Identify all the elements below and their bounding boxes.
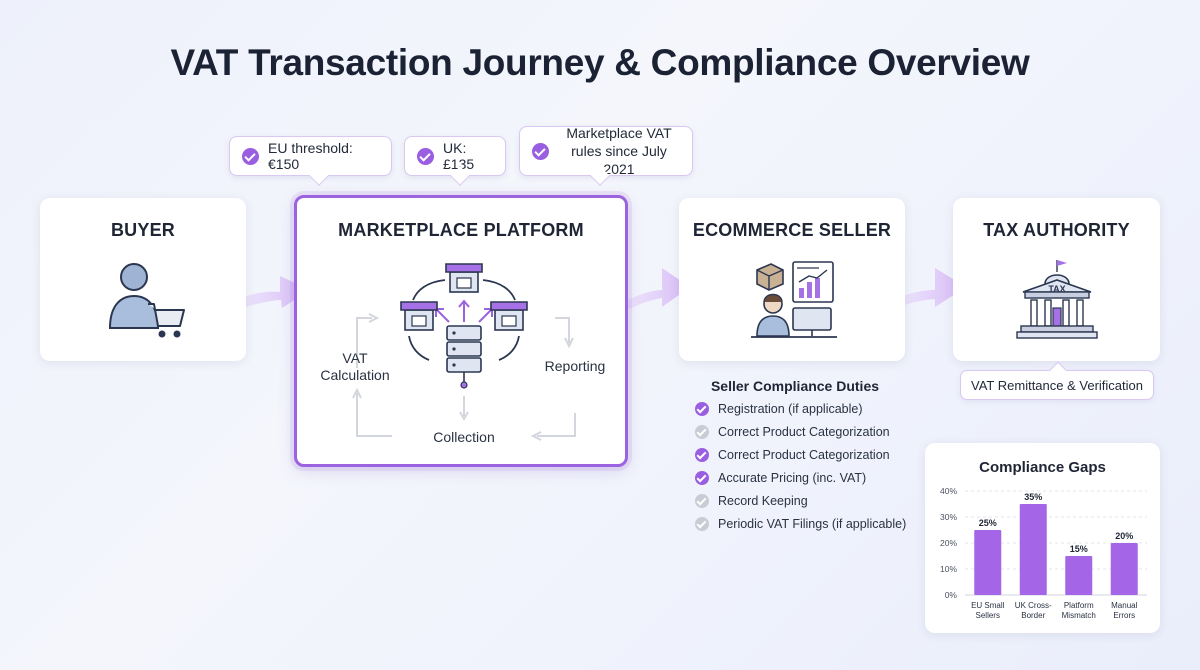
bar-value-label: 15%	[1070, 544, 1088, 554]
y-tick-label: 10%	[940, 564, 957, 574]
store-icon	[445, 263, 483, 293]
marketplace-rules-callout: Marketplace VAT rules since July 2021	[519, 125, 693, 186]
compliance-gaps-card: Compliance Gaps 0% 10% 20% 30% 40% 25% EU Smal…	[925, 443, 1160, 633]
marketplace-platform-card: MARKETPLACE PLATFORM	[294, 195, 628, 467]
x-tick-label: UK Cross-Border	[1015, 601, 1052, 620]
seller-title: ECOMMERCE SELLER	[692, 220, 892, 240]
duty-item: Correct Product Categorization	[695, 446, 890, 464]
check-icon	[695, 471, 709, 485]
check-icon	[695, 448, 709, 462]
marketplace-rules-line1: Marketplace VAT	[566, 125, 672, 141]
check-icon	[532, 142, 549, 160]
bar	[1065, 556, 1093, 595]
bar-value-label: 20%	[1115, 531, 1133, 541]
duty-label: Accurate Pricing (inc. VAT)	[718, 471, 867, 485]
platform-cycle-diagram	[352, 263, 576, 441]
duty-label: Correct Product Categorization	[718, 425, 890, 439]
duty-label: Periodic VAT Filings (if applicable)	[718, 517, 907, 531]
duty-item: Registration (if applicable)	[695, 400, 863, 418]
y-tick-label: 40%	[940, 486, 957, 496]
duties-title: Seller Compliance Duties	[710, 378, 880, 394]
duty-item: Correct Product Categorization	[695, 423, 890, 441]
vat-remittance-text: VAT Remittance & Verification	[971, 377, 1143, 393]
duty-item: Accurate Pricing (inc. VAT)	[695, 469, 866, 487]
reporting-label: Reporting	[544, 358, 606, 374]
vat-calculation-label: VAT Calculation	[320, 350, 390, 383]
check-icon	[695, 494, 709, 508]
server-icon	[446, 325, 482, 389]
check-icon	[695, 402, 709, 416]
seller-desk-icon	[751, 261, 837, 338]
store-icon	[490, 301, 528, 331]
check-icon	[417, 147, 434, 165]
duty-label: Record Keeping	[718, 494, 808, 508]
bar-value-label: 35%	[1024, 492, 1042, 502]
eu-threshold-text: EU threshold: €150	[268, 140, 353, 172]
store-icon	[400, 301, 438, 331]
uk-threshold-callout: UK: £135	[404, 136, 506, 186]
bar	[1019, 504, 1047, 595]
check-icon	[695, 425, 709, 439]
tax-building-label: TAX	[1048, 284, 1066, 294]
check-icon	[242, 147, 259, 165]
bar	[974, 530, 1002, 595]
y-tick-label: 0%	[945, 590, 958, 600]
duty-item: Record Keeping	[695, 492, 808, 510]
duty-label: Registration (if applicable)	[718, 402, 863, 416]
buyer-card: BUYER	[40, 198, 246, 361]
buyer-cart-icon	[108, 263, 185, 338]
government-building-icon	[1016, 260, 1098, 339]
y-tick-label: 30%	[940, 512, 957, 522]
check-icon	[695, 517, 709, 531]
buyer-title: BUYER	[110, 220, 175, 240]
tax-title: TAX AUTHORITY	[983, 220, 1130, 240]
platform-title: MARKETPLACE PLATFORM	[338, 220, 584, 240]
uk-threshold-text: UK: £135	[443, 140, 475, 172]
vat-remittance-badge: VAT Remittance & Verification	[960, 361, 1154, 400]
duty-label: Correct Product Categorization	[718, 448, 890, 462]
bar-value-label: 25%	[979, 518, 997, 528]
bar	[1110, 543, 1138, 595]
y-tick-label: 20%	[940, 538, 957, 548]
page-title: VAT Transaction Journey & Compliance Ove…	[170, 42, 1030, 83]
eu-threshold-callout: EU threshold: €150	[229, 136, 392, 186]
chart-title: Compliance Gaps	[979, 459, 1106, 476]
ecommerce-seller-card: ECOMMERCE SELLER	[679, 198, 905, 361]
marketplace-rules-line2: rules since July 2021	[571, 143, 667, 177]
tax-authority-card: TAX AUTHORITY TAX	[953, 198, 1160, 361]
duty-item: Periodic VAT Filings (if applicable)	[695, 515, 906, 533]
collection-label: Collection	[433, 429, 495, 445]
